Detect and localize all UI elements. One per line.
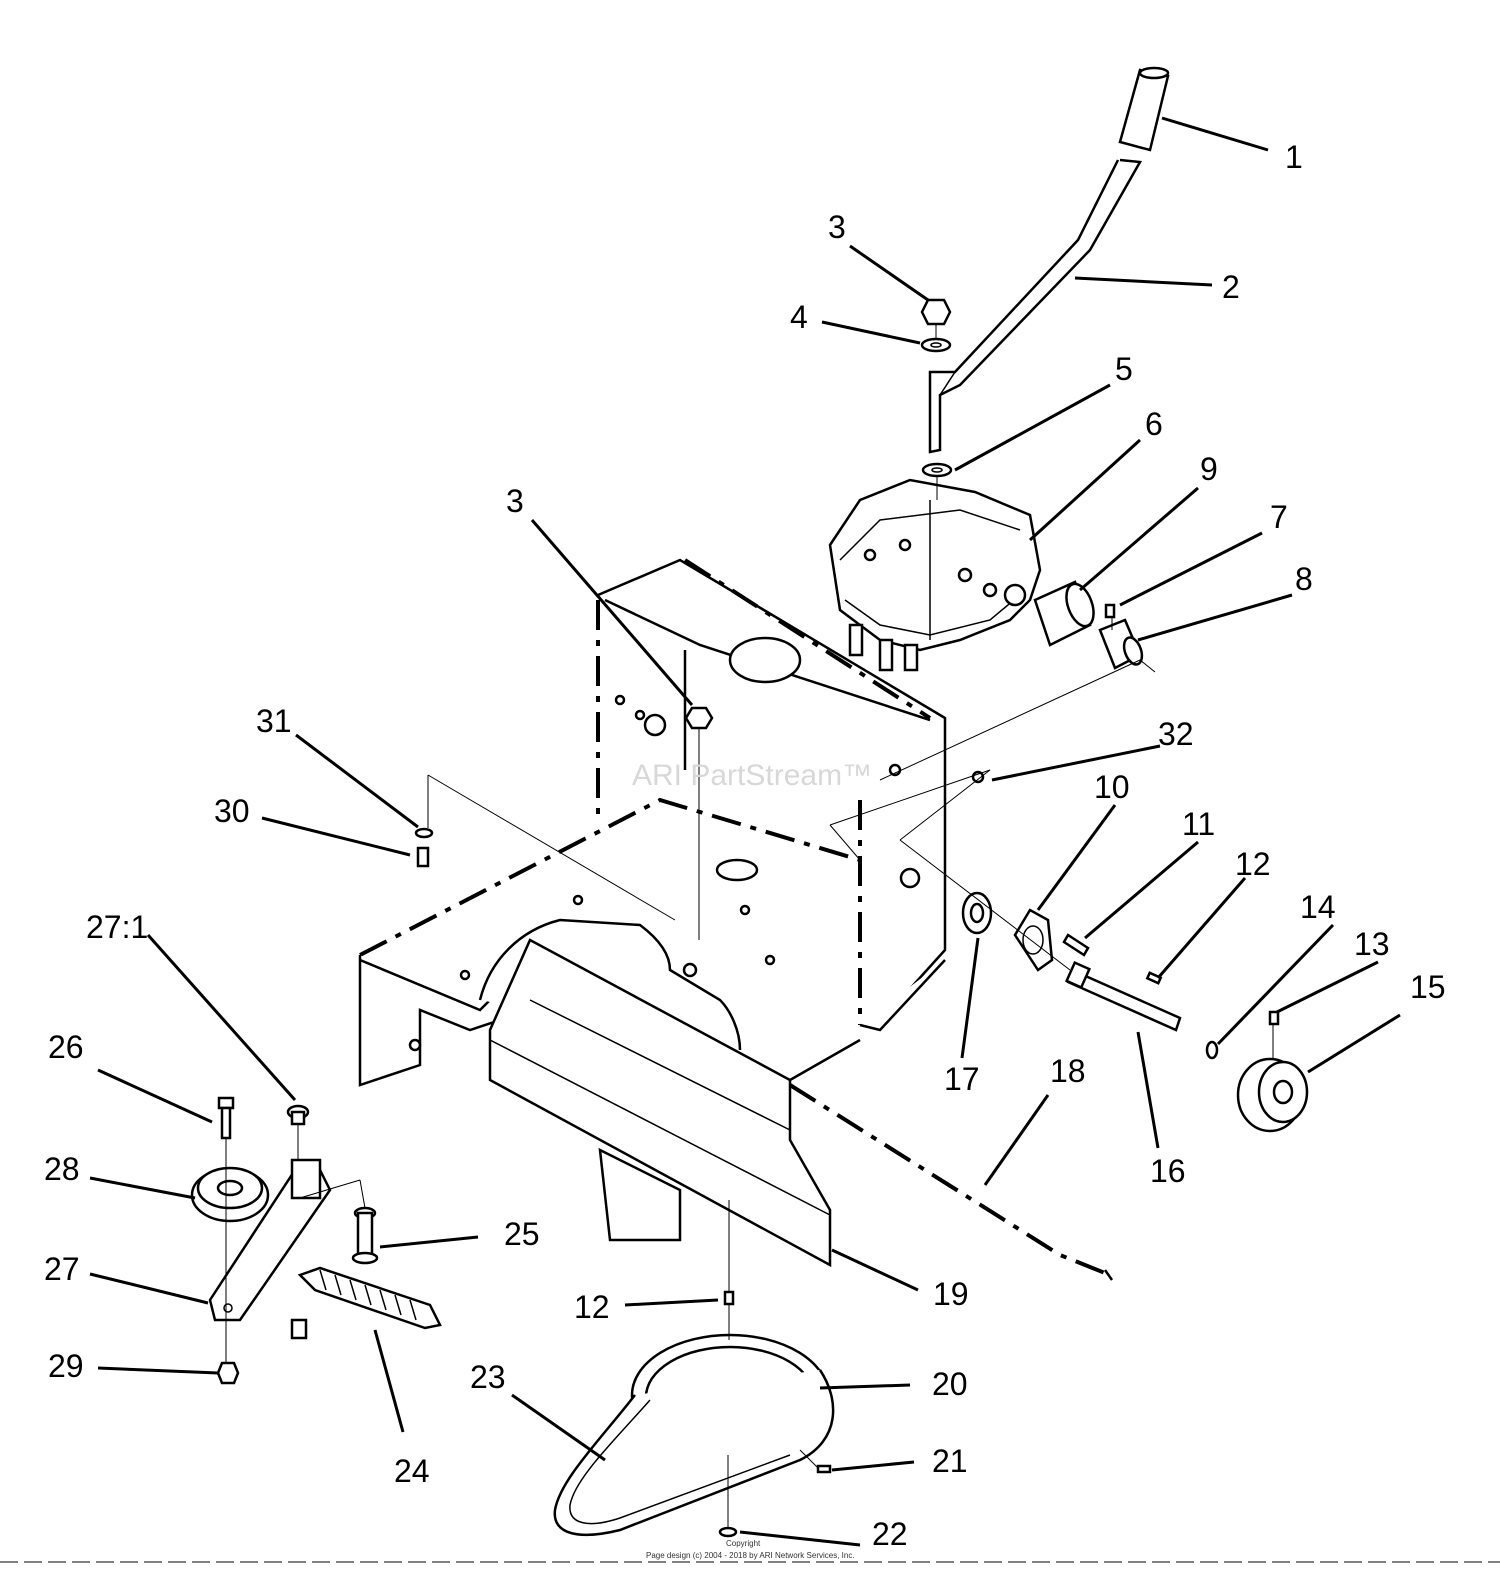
- set-screw-7: [1104, 603, 1116, 619]
- callout-17: 17: [944, 1061, 980, 1097]
- washer-4: [920, 337, 952, 353]
- callout-24: 24: [394, 1453, 430, 1489]
- transmission: [828, 478, 1042, 672]
- parts-artwork: [0, 66, 1500, 1563]
- copyright-line-2: Page design (c) 2004 - 2018 by ARI Netwo…: [646, 1551, 855, 1560]
- callout-27: 27: [44, 1251, 80, 1287]
- nut-29: [216, 1361, 240, 1385]
- callout-labels: 1 2 3 4 5 6 9 7 8 3 31 32 30 10 11 12 14…: [44, 139, 1446, 1552]
- callout-26: 26: [48, 1029, 84, 1065]
- callout-11: 11: [1182, 806, 1215, 842]
- callout-28: 28: [44, 1151, 80, 1187]
- assembly-lines: [225, 324, 1274, 1527]
- flange-bearing-10: [1013, 908, 1054, 972]
- callout-19: 19: [933, 1276, 969, 1312]
- callout-21: 21: [932, 1443, 968, 1479]
- belt-cover: [488, 938, 861, 1268]
- callout-27-1: 27:1: [86, 909, 148, 945]
- callout-1: 1: [1285, 139, 1303, 175]
- callout-30: 30: [214, 793, 250, 829]
- bolt-26: [217, 1096, 235, 1140]
- callout-22: 22: [872, 1516, 908, 1552]
- copyright-line-1: Copyright: [726, 1539, 761, 1548]
- washer-31: [414, 827, 434, 839]
- callout-16: 16: [1150, 1153, 1186, 1189]
- callout-6: 6: [1145, 406, 1163, 442]
- shoulder-bolt-25: [351, 1206, 379, 1265]
- key-12-top: [1145, 971, 1163, 985]
- bolt-30: [416, 846, 430, 868]
- cable-18: [788, 1083, 1114, 1281]
- washer-22: [718, 1526, 738, 1538]
- callout-23: 23: [470, 1359, 506, 1395]
- callout-31: 31: [256, 703, 292, 739]
- handle-grip: [1118, 66, 1170, 152]
- callout-4: 4: [790, 299, 808, 335]
- callout-3-top: 3: [828, 209, 846, 245]
- bearing-17: [961, 891, 993, 935]
- bolt-11: [1062, 933, 1090, 957]
- callout-32: 32: [1158, 716, 1194, 752]
- callout-20: 20: [932, 1366, 968, 1402]
- callout-29: 29: [48, 1348, 84, 1384]
- callout-9: 9: [1200, 451, 1218, 487]
- key-12-bottom: [723, 1290, 735, 1306]
- belt-23: [553, 1369, 835, 1537]
- coupler-8: [1098, 618, 1144, 670]
- spring-24: [297, 1266, 442, 1330]
- callout-3-frame: 3: [506, 483, 524, 519]
- callout-18: 18: [1050, 1053, 1086, 1089]
- washer-5: [921, 462, 953, 478]
- washer-14: [1205, 1040, 1219, 1060]
- nut-top: [920, 298, 952, 326]
- leader-lines: [89, 116, 1401, 1547]
- callout-10: 10: [1094, 769, 1130, 805]
- set-screw-13: [1268, 1010, 1280, 1026]
- idler-pulley-28: [190, 1166, 270, 1223]
- nut-frame: [684, 706, 714, 730]
- set-screw-21: [816, 1464, 832, 1474]
- callout-14: 14: [1300, 889, 1336, 925]
- callout-8: 8: [1295, 561, 1313, 597]
- callout-2: 2: [1222, 269, 1240, 305]
- callout-13: 13: [1354, 926, 1390, 962]
- shift-lever: [928, 158, 1143, 454]
- bushing-27-1: [286, 1104, 310, 1126]
- callout-12-bottom: 12: [574, 1289, 610, 1325]
- callout-15: 15: [1410, 969, 1446, 1005]
- drive-shaft: [1064, 960, 1182, 1032]
- watermark: ARI PartStream™: [632, 759, 872, 792]
- idler-arm-27: [208, 1158, 332, 1322]
- lower-bushing: [290, 1318, 308, 1340]
- callout-25: 25: [504, 1216, 540, 1252]
- callout-5: 5: [1115, 351, 1133, 387]
- drive-pulley-15: [1236, 1057, 1309, 1133]
- callout-12-top: 12: [1235, 846, 1271, 882]
- callout-7: 7: [1270, 499, 1288, 535]
- coupling-sleeve: [1033, 580, 1095, 647]
